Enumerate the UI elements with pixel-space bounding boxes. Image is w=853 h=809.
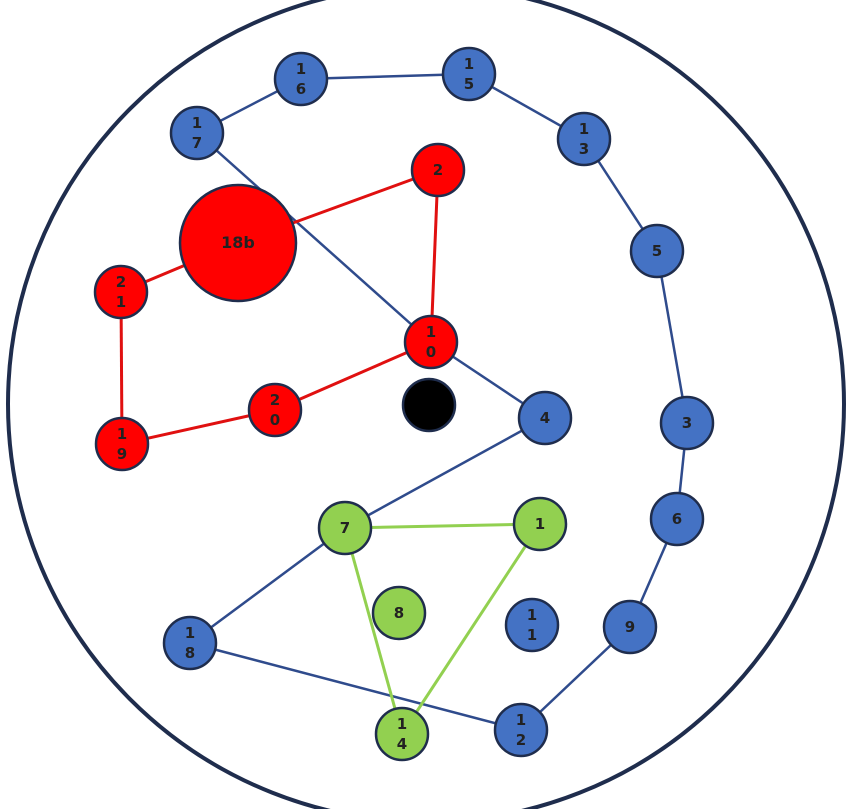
node-circle-n21	[93, 264, 149, 320]
node-label-n2-0: 2	[433, 161, 443, 179]
node-label-n7-0: 7	[340, 519, 350, 537]
node-circle-n2	[410, 142, 466, 198]
node-label-n14-0: 1	[397, 715, 407, 733]
node-circle-center	[401, 377, 457, 433]
node-label-n17-1: 7	[192, 134, 202, 152]
node-label-n13-0: 1	[579, 120, 589, 138]
edge-n20-n10	[274, 340, 432, 412]
node-n19: 19	[94, 416, 150, 472]
node-n7: 7	[317, 500, 373, 556]
node-label-n9-0: 9	[625, 618, 635, 636]
node-circle-n19	[94, 416, 150, 472]
node-label-n21-0: 2	[116, 273, 126, 291]
node-circle-n17	[169, 105, 225, 161]
node-circle-n16	[273, 51, 329, 107]
node-label-n20-1: 0	[270, 411, 280, 429]
edge-n16-n15	[300, 72, 470, 81]
edge-n14-n7	[343, 527, 404, 735]
node-label-n11-1: 1	[527, 626, 537, 644]
node-label-n3-0: 3	[682, 414, 692, 432]
node-n2: 2	[410, 142, 466, 198]
node-circle-n7	[317, 500, 373, 556]
edge-n12-n18	[189, 641, 522, 732]
node-n20: 20	[247, 382, 303, 438]
edge-n10-n2	[429, 169, 440, 343]
node-n15: 15	[441, 46, 497, 102]
node-label-n14-1: 4	[397, 735, 407, 753]
node-circle-n4	[517, 390, 573, 446]
node-n12: 12	[493, 702, 549, 758]
node-label-n15-0: 1	[464, 55, 474, 73]
edge-n1-n14	[400, 523, 542, 735]
node-n5: 5	[629, 223, 685, 279]
node-label-n5-0: 5	[652, 242, 662, 260]
node-label-n6-0: 6	[672, 510, 682, 528]
node-label-n19-0: 1	[117, 425, 127, 443]
node-n16: 16	[273, 51, 329, 107]
edge-n5-n3	[655, 250, 689, 424]
node-circle-n11	[504, 597, 560, 653]
node-n6: 6	[649, 491, 705, 547]
node-n9: 9	[602, 599, 658, 655]
node-label-n1-0: 1	[535, 515, 545, 533]
node-circle-n18b	[178, 183, 298, 303]
node-label-n12-0: 1	[516, 711, 526, 729]
node-circle-n15	[441, 46, 497, 102]
node-n14: 14	[374, 706, 430, 762]
edge-n7-n1	[344, 522, 541, 530]
node-n4: 4	[517, 390, 573, 446]
node-label-n11-0: 1	[527, 606, 537, 624]
node-n18: 18	[162, 615, 218, 671]
node-circle-n5	[629, 223, 685, 279]
node-label-n17-0: 1	[192, 114, 202, 132]
node-label-n12-1: 2	[516, 731, 526, 749]
edge-n18-n7	[189, 526, 346, 645]
node-label-n8-0: 8	[394, 604, 404, 622]
node-n18b: 18b	[178, 183, 298, 303]
node-label-n16-1: 6	[296, 80, 306, 98]
node-n11: 11	[504, 597, 560, 653]
node-center	[401, 377, 457, 433]
node-label-n18-0: 1	[185, 624, 195, 642]
node-n10: 10	[403, 314, 459, 370]
node-label-n13-1: 3	[579, 140, 589, 158]
node-circle-n20	[247, 382, 303, 438]
node-label-n4-0: 4	[540, 409, 550, 427]
node-circle-n14	[374, 706, 430, 762]
edge-n7-n4	[344, 416, 546, 530]
node-label-n18b-0: 18b	[221, 233, 255, 252]
node-circle-n3	[659, 395, 715, 451]
node-n1: 1	[512, 496, 568, 552]
node-label-n15-1: 5	[464, 75, 474, 93]
edge-n10-n17	[196, 132, 432, 343]
node-circle-n6	[649, 491, 705, 547]
node-circle-n1	[512, 496, 568, 552]
node-circle-n10	[403, 314, 459, 370]
node-circle-n18	[162, 615, 218, 671]
node-circle-n12	[493, 702, 549, 758]
node-n8: 8	[371, 585, 427, 641]
node-circle-n8	[371, 585, 427, 641]
node-label-n19-1: 9	[117, 445, 127, 463]
node-label-n10-0: 1	[426, 323, 436, 341]
node-label-n21-1: 1	[116, 293, 126, 311]
outer-boundary-circle	[6, 0, 846, 809]
node-circle-n9	[602, 599, 658, 655]
node-label-n10-1: 0	[426, 343, 436, 361]
node-n21: 21	[93, 264, 149, 320]
node-n3: 3	[659, 395, 715, 451]
node-label-n18-1: 8	[185, 644, 195, 662]
node-n13: 13	[556, 111, 612, 167]
node-circle-n13	[556, 111, 612, 167]
node-n17: 17	[169, 105, 225, 161]
node-label-n20-0: 2	[270, 391, 280, 409]
node-label-n16-0: 1	[296, 60, 306, 78]
